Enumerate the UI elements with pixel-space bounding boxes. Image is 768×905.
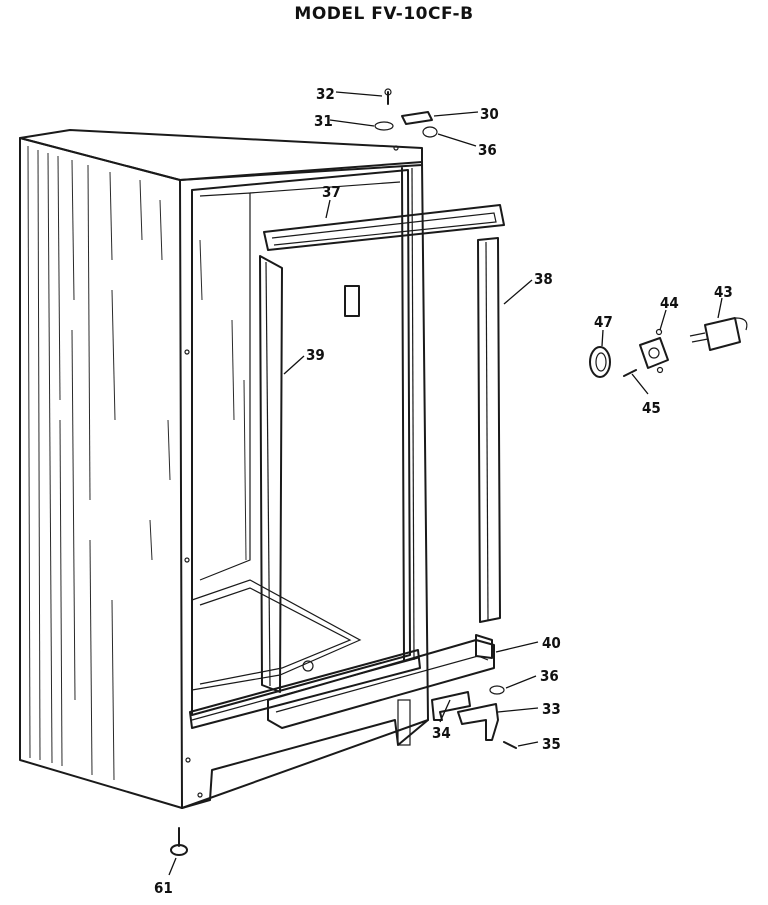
label-36-top: 36: [478, 141, 497, 159]
label-40: 40: [542, 634, 561, 652]
part-37-top-strip: [263, 204, 505, 251]
bottom-hinge-parts: [431, 685, 517, 749]
part-40-bottom-strip: [267, 634, 495, 729]
part-43-switch: [689, 317, 748, 351]
label-37: 37: [322, 183, 341, 201]
part-38-right-strip: [477, 237, 501, 623]
top-hinge-parts: [374, 88, 438, 138]
label-31: 31: [314, 112, 333, 130]
diagram-title: MODEL FV-10CF-B: [294, 4, 474, 24]
cabinet-body: [19, 129, 429, 809]
part-47-bushing: [589, 346, 611, 378]
label-44: 44: [660, 294, 679, 312]
label-34: 34: [432, 724, 451, 742]
label-35: 35: [542, 735, 561, 753]
part-labels: 32 30 31 36 37 38 39 47 44 43 45 40 36 3…: [154, 85, 733, 897]
label-33: 33: [542, 700, 561, 718]
label-36-bottom: 36: [540, 667, 559, 685]
side-shading: [27, 145, 247, 781]
label-47: 47: [594, 313, 613, 331]
part-39-left-strip: [259, 255, 283, 693]
label-43: 43: [714, 283, 733, 301]
label-38: 38: [534, 270, 553, 288]
label-39: 39: [306, 346, 325, 364]
label-32: 32: [316, 85, 335, 103]
label-45: 45: [642, 399, 661, 417]
label-61: 61: [154, 879, 173, 897]
part-44-bracket: [639, 328, 669, 374]
part-45-screw: [623, 369, 637, 377]
leader-lines: [168, 91, 723, 876]
part-61-leveling-leg: [170, 827, 188, 856]
label-30: 30: [480, 105, 499, 123]
